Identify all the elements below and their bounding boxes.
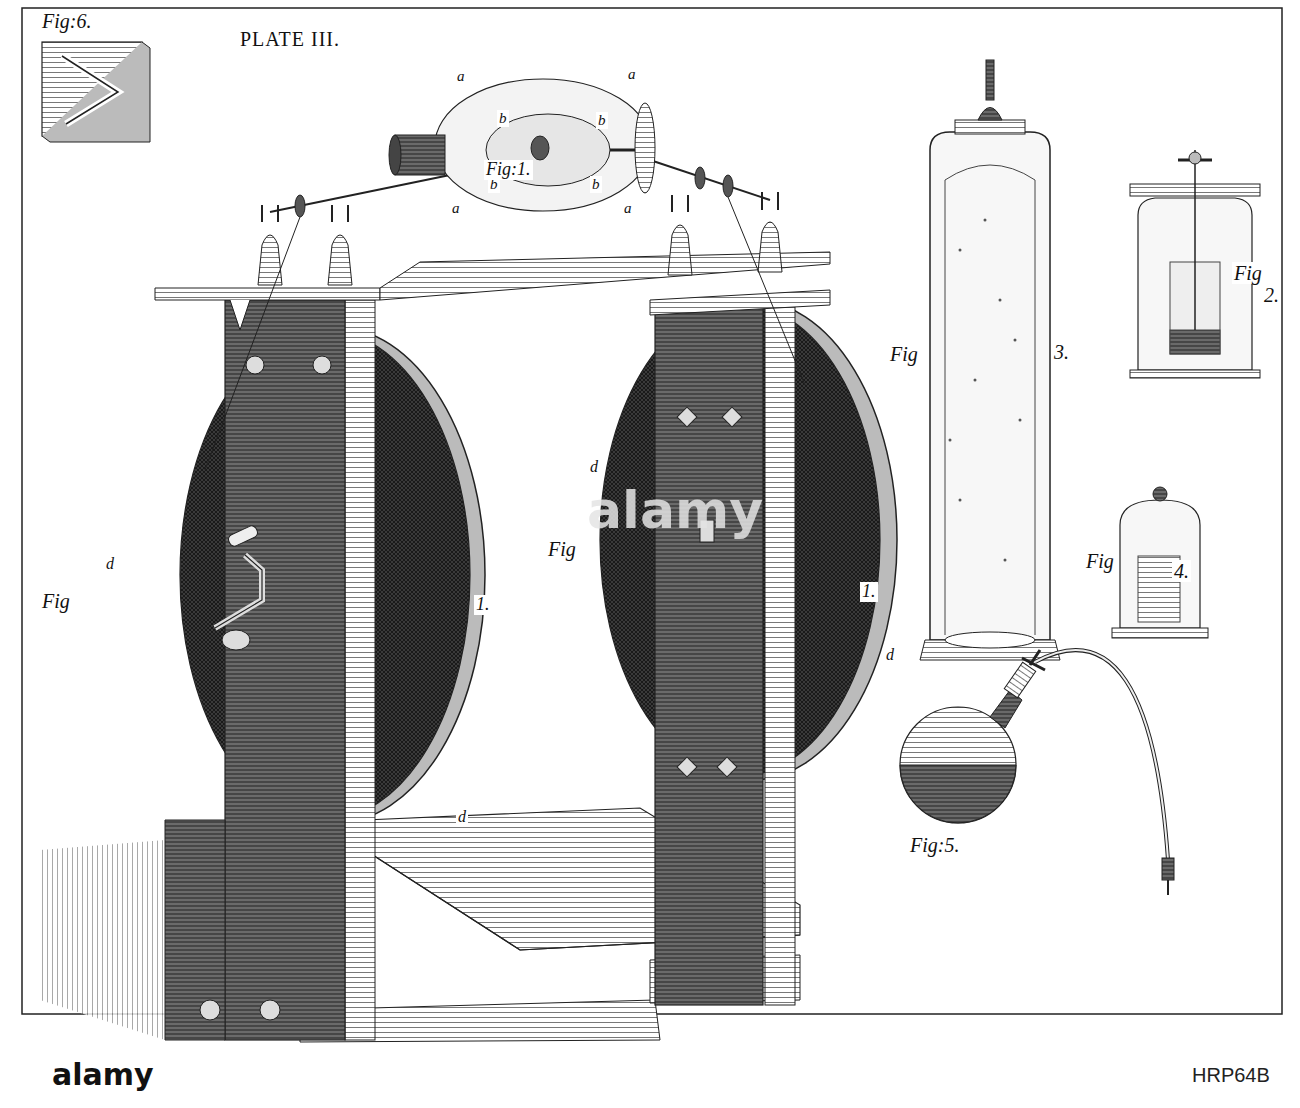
figure-label: 4. — [1172, 560, 1191, 582]
figure-label: 1. — [860, 582, 878, 602]
figure-label: Fig:1. — [484, 160, 533, 180]
part-letter: d — [588, 458, 600, 476]
figure-label: Fig:5. — [908, 834, 961, 856]
part-letter: b — [596, 112, 608, 129]
figure-label: Fig — [1232, 262, 1264, 284]
part-letter: a — [455, 68, 467, 85]
figure-label: Fig — [888, 343, 920, 365]
image-id: HRP64B — [1190, 1064, 1272, 1086]
part-letter: a — [450, 200, 462, 217]
part-letter: d — [104, 555, 116, 573]
figure-label: Fig — [40, 590, 72, 612]
watermark-logo: alamy — [50, 1058, 156, 1091]
part-letter: b — [497, 110, 509, 127]
watermark: alamy — [585, 482, 765, 539]
figure-label: Fig:6. — [40, 10, 93, 32]
plate-title: PLATE III. — [238, 28, 342, 51]
figure-label: 3. — [1052, 341, 1071, 363]
figure-label: Fig — [1084, 550, 1116, 572]
figure-label: 2. — [1262, 284, 1281, 306]
part-letter: a — [626, 66, 638, 83]
part-letter: a — [622, 200, 634, 217]
part-letter: d — [884, 646, 896, 664]
figure-label: 1. — [474, 595, 492, 615]
part-letter: d — [456, 808, 468, 826]
part-letter: b — [590, 176, 602, 193]
figure-label: Fig — [546, 538, 578, 560]
